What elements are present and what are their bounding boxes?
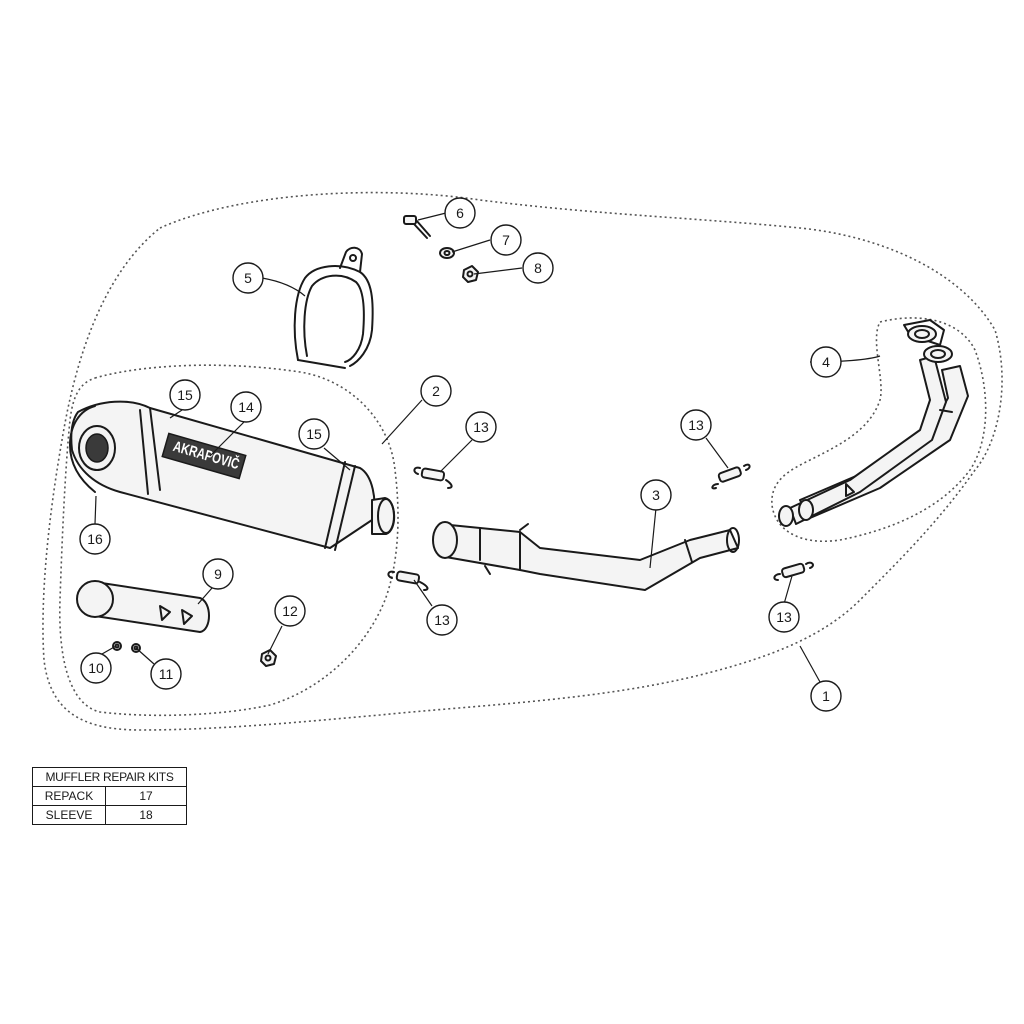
svg-text:6: 6 (456, 205, 464, 221)
svg-text:13: 13 (688, 417, 704, 433)
svg-text:7: 7 (502, 232, 510, 248)
muffler-group-outline (58, 364, 399, 717)
svg-text:13: 13 (434, 612, 450, 628)
callout-13: 13 (426, 604, 458, 636)
callout-3: 3 (640, 479, 672, 511)
svg-text:13: 13 (473, 419, 489, 435)
small-nut-part (112, 641, 122, 651)
callout-1: 1 (810, 680, 842, 712)
svg-text:8: 8 (534, 260, 542, 276)
spring-part (711, 463, 751, 490)
spring-part (773, 561, 814, 581)
callout-7: 7 (490, 224, 522, 256)
callout-14: 14 (230, 391, 262, 423)
spring-part (387, 570, 429, 591)
callout-2: 2 (420, 375, 452, 407)
callout-6: 6 (444, 197, 476, 229)
callout-8: 8 (522, 252, 554, 284)
table-row: REPACK 17 (32, 786, 187, 806)
assembly-group-outline (42, 191, 1003, 731)
callout-9: 9 (202, 558, 234, 590)
washer-part (439, 247, 455, 259)
svg-text:16: 16 (87, 531, 103, 547)
svg-text:13: 13 (776, 609, 792, 625)
svg-text:9: 9 (214, 566, 222, 582)
svg-text:11: 11 (159, 666, 174, 682)
spring-part (413, 466, 453, 489)
callout-15: 15 (298, 418, 330, 450)
bolt-part (403, 215, 431, 239)
kit-ref-cell: 17 (105, 786, 187, 806)
header-group-outline (771, 317, 987, 542)
callout-15: 15 (169, 379, 201, 411)
svg-text:4: 4 (822, 354, 830, 370)
callout-13: 13 (680, 409, 712, 441)
sleeve-insert-part (76, 580, 210, 633)
mounting-bracket-part (293, 246, 374, 369)
callout-13: 13 (465, 411, 497, 443)
callout-16: 16 (79, 523, 111, 555)
callout-10: 10 (80, 652, 112, 684)
muffler-part: AKRAPOVIČ (69, 400, 396, 551)
svg-text:1: 1 (822, 688, 830, 704)
link-pipe-part (432, 521, 740, 591)
svg-text:2: 2 (432, 383, 440, 399)
svg-text:5: 5 (244, 270, 252, 286)
svg-text:10: 10 (88, 660, 104, 676)
kit-name-cell: REPACK (32, 786, 106, 806)
kit-name-cell: SLEEVE (32, 805, 106, 825)
svg-text:15: 15 (177, 387, 193, 403)
muffler-repair-kits-table: MUFFLER REPAIR KITS REPACK 17 SLEEVE 18 (32, 767, 187, 825)
nut-part (462, 265, 479, 283)
callout-13: 13 (768, 601, 800, 633)
callout-5: 5 (232, 262, 264, 294)
svg-text:3: 3 (652, 487, 660, 503)
callout-12: 12 (274, 595, 306, 627)
svg-text:12: 12 (282, 603, 298, 619)
callout-11: 11 (150, 658, 182, 690)
repair-kits-title: MUFFLER REPAIR KITS (32, 767, 187, 787)
svg-text:14: 14 (238, 399, 254, 415)
callout-4: 4 (810, 346, 842, 378)
table-row: SLEEVE 18 (32, 805, 187, 825)
svg-text:15: 15 (306, 426, 322, 442)
header-pipes-part (778, 319, 969, 527)
leader-lines (94, 212, 881, 683)
kit-ref-cell: 18 (105, 805, 187, 825)
